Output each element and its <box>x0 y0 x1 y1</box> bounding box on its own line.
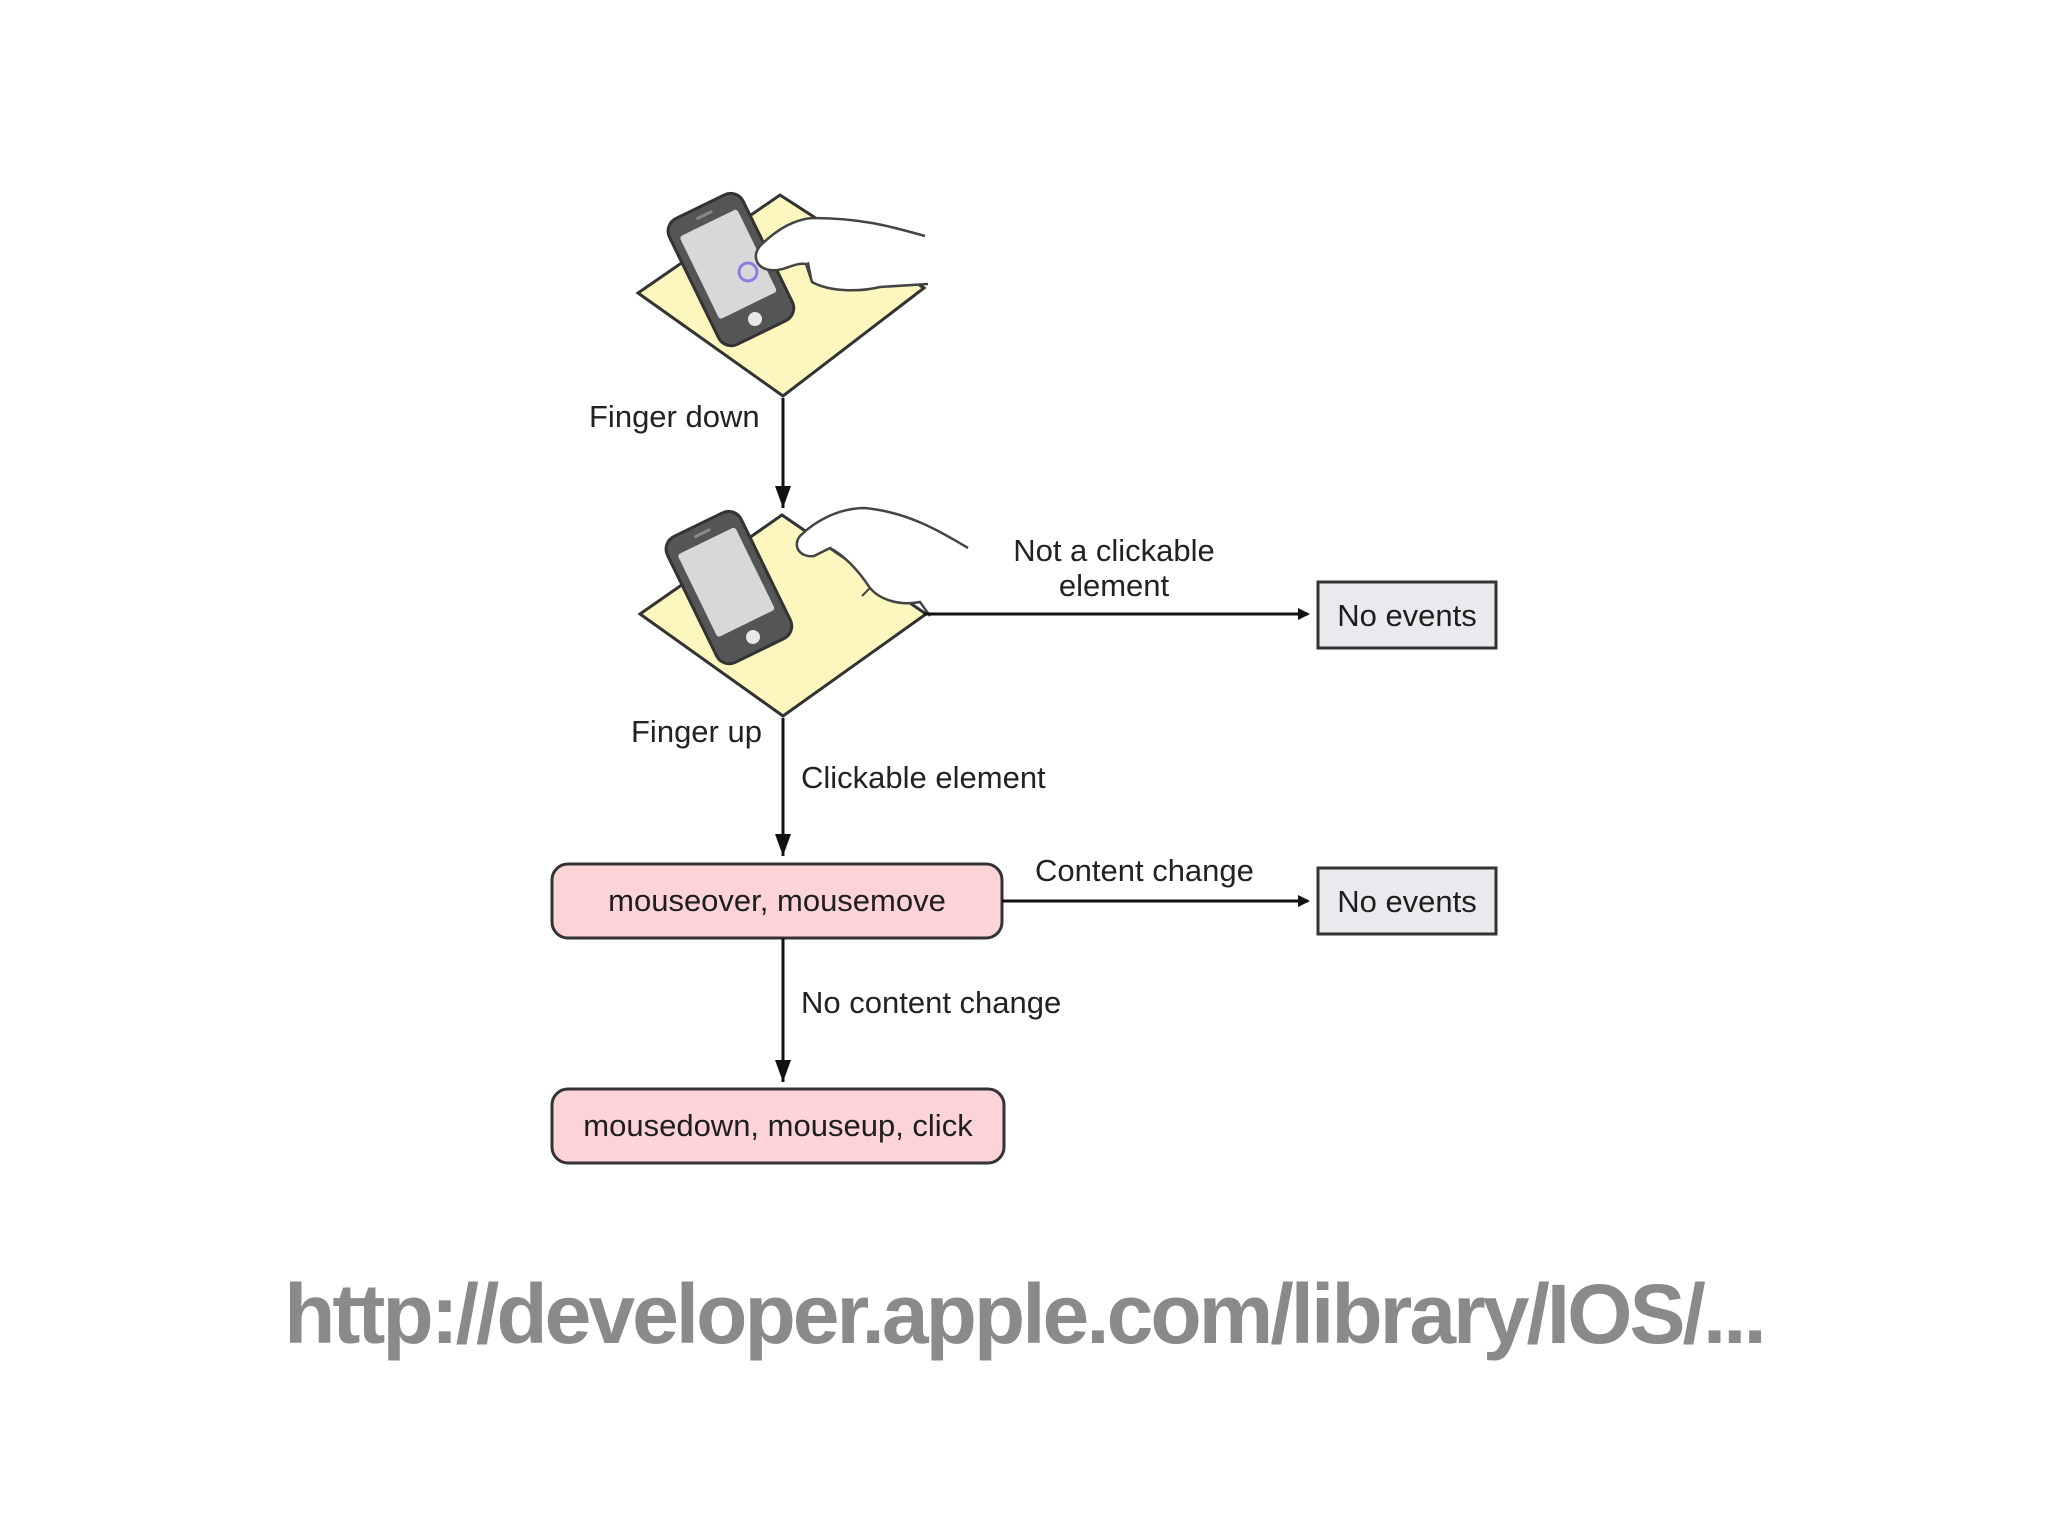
label-finger-up: Finger up <box>631 714 762 749</box>
no-events-label-2: No events <box>1337 884 1477 919</box>
tap-phone-icon <box>666 191 929 348</box>
mouseover-mousemove-box: mouseover, mousemove <box>550 862 1004 940</box>
no-events-box-2: No events <box>1316 866 1498 936</box>
label-no-content-change: No content change <box>801 985 1061 1020</box>
source-url: http://developer.apple.com/library/IOS/.… <box>284 1267 1767 1361</box>
label-clickable-element: Clickable element <box>801 760 1046 795</box>
label-content-change: Content change <box>1035 853 1254 888</box>
finger-up-decision <box>637 506 969 718</box>
label-finger-down: Finger down <box>589 399 760 434</box>
lift-finger-phone-icon <box>664 506 969 666</box>
label-not-clickable-line1: Not a clickable <box>1013 533 1215 568</box>
mousedown-mouseup-click-box: mousedown, mouseup, click <box>550 1087 1006 1165</box>
mousedown-mouseup-click-label: mousedown, mouseup, click <box>583 1108 973 1143</box>
no-events-label-1: No events <box>1337 598 1477 633</box>
label-not-clickable-line2: element <box>1059 568 1170 603</box>
finger-down-decision <box>635 191 929 398</box>
no-events-box-1: No events <box>1316 580 1498 650</box>
mouseover-mousemove-label: mouseover, mousemove <box>608 883 946 918</box>
